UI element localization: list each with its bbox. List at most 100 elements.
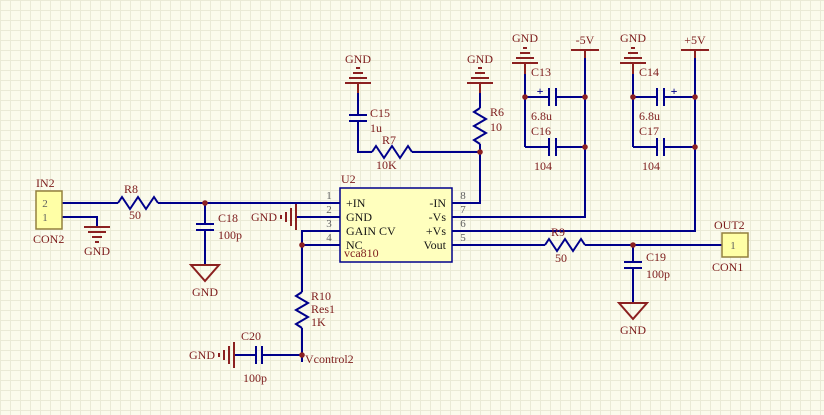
ic-u2-body[interactable] [339, 187, 453, 263]
pin-name-plus-vs: +Vs [426, 224, 446, 238]
power-port-plus5[interactable]: +5V [681, 33, 709, 58]
value-c19: 100p [646, 267, 670, 281]
designator-c16: C16 [531, 124, 551, 138]
resistor-r7-body[interactable] [371, 144, 413, 160]
value-r7: 10K [376, 158, 397, 172]
junction-dot [692, 94, 698, 100]
value-c18: 100p [218, 228, 242, 242]
net-label-vcontrol2[interactable]: Vcontrol2 [305, 352, 354, 366]
capacitor-c16[interactable]: C16 104 [531, 124, 557, 173]
junction-dot [202, 200, 208, 206]
resistor-r10[interactable]: R10 Res1 1K [294, 289, 335, 329]
con1-pin-number-1: 1 [730, 240, 736, 252]
gnd-bars-icon [467, 67, 493, 93]
connector-con2-body[interactable] [35, 190, 63, 230]
connector-con1[interactable]: OUT2 1 CON1 [712, 218, 749, 274]
gnd-label: GND [620, 323, 646, 337]
resistor-r9[interactable]: R9 50 [544, 225, 586, 265]
value-r9: 50 [555, 251, 567, 265]
gnd-port-u2-pin2[interactable]: GND [251, 204, 297, 230]
gnd-label: GND [189, 348, 215, 362]
designator-c20: C20 [241, 329, 261, 343]
wire[interactable] [357, 121, 372, 153]
resistor-r8-body[interactable] [117, 195, 159, 211]
wires [62, 58, 722, 362]
value-c14: 6.8u [639, 109, 660, 123]
gnd-bars-icon [345, 67, 371, 93]
pin-name-plus-in: +IN [346, 196, 366, 210]
capacitor-c18[interactable]: C18 100p [196, 211, 242, 242]
junction-dot [582, 144, 588, 150]
resistor-r10-body[interactable] [294, 291, 310, 329]
gnd-port-con2[interactable]: GND [84, 226, 110, 258]
ic-u2[interactable]: U2 vca810 +IN GND GAIN CV NC -IN -Vs +Vs… [326, 172, 466, 263]
gnd-bars-icon [620, 47, 646, 74]
resistor-r6[interactable]: R6 10 [472, 105, 504, 145]
designator-con1: CON1 [712, 260, 743, 274]
resistor-r6-body[interactable] [472, 107, 488, 145]
pin-number-6: 6 [460, 218, 466, 230]
gnd-port-c13[interactable]: GND [512, 31, 538, 74]
pin-name-minus-vs: -Vs [429, 210, 447, 224]
capacitor-c15[interactable]: C15 1u [349, 106, 390, 135]
pin-name-vout: Vout [424, 238, 447, 252]
junction-dot [630, 94, 636, 100]
designator-r7: R7 [382, 133, 396, 147]
pin-number-8: 8 [460, 190, 466, 202]
designator-c18: C18 [218, 211, 238, 225]
junction-dot [582, 94, 588, 100]
designator-c14: C14 [639, 65, 659, 79]
capacitor-c20[interactable]: C20 100p [241, 329, 267, 385]
gnd-port-r6[interactable]: GND [467, 52, 493, 93]
resistor-r9-body[interactable] [544, 237, 586, 253]
minus5-label: -5V [576, 33, 595, 47]
wire[interactable] [452, 58, 696, 232]
plus5-label: +5V [684, 33, 706, 47]
junction-dot [630, 242, 636, 248]
power-port-minus5[interactable]: -5V [571, 33, 599, 58]
designator-r9: R9 [551, 225, 565, 239]
resistor-r7[interactable]: R7 10K [371, 133, 413, 172]
pin-number-3: 3 [326, 218, 332, 230]
gnd-port-c15[interactable]: GND [345, 52, 371, 93]
gnd-label: GND [251, 210, 277, 224]
power-bar-icon [681, 49, 709, 58]
capacitor-c19[interactable]: C19 100p [624, 250, 670, 281]
capacitor-c17[interactable]: C17 104 [639, 124, 665, 173]
wire[interactable] [452, 144, 481, 204]
designator-r10: R10 [311, 289, 331, 303]
value-c20: 100p [243, 371, 267, 385]
capacitor-c13[interactable]: C13 + 6.8u [531, 65, 557, 123]
gnd-label: GND [84, 244, 110, 258]
value-c17: 104 [642, 159, 660, 173]
gnd-port-c20[interactable]: GND [189, 342, 235, 368]
wire[interactable] [62, 216, 98, 227]
polarity-plus-c14: + [671, 84, 678, 98]
pin-name-gnd: GND [346, 210, 372, 224]
junction-dot [299, 352, 305, 358]
resistor-r8[interactable]: R8 50 [117, 182, 159, 222]
designator-r6: R6 [490, 105, 504, 119]
power-bar-icon [571, 49, 599, 58]
gnd-port-c19[interactable]: GND [616, 302, 650, 337]
connector-con1-body[interactable] [721, 232, 749, 258]
gnd-port-c18[interactable]: GND [188, 264, 222, 299]
designator-con2: CON2 [33, 232, 64, 246]
wire[interactable] [452, 58, 586, 218]
gnd-label: GND [192, 285, 218, 299]
junction-dot [299, 242, 305, 248]
capacitor-c14[interactable]: C14 + 6.8u [639, 65, 678, 123]
polarity-plus-c13: + [537, 84, 544, 98]
designator-c19: C19 [646, 250, 666, 264]
wire[interactable] [301, 230, 340, 292]
gnd-port-c14[interactable]: GND [620, 31, 646, 74]
pin-number-2: 2 [326, 204, 332, 216]
gnd-triangle-icon [616, 302, 650, 321]
gnd-label: GND [512, 31, 538, 45]
pin-number-1: 1 [326, 190, 332, 202]
junction-dot [477, 149, 483, 155]
designator-c13: C13 [531, 65, 551, 79]
connector-con2[interactable]: IN2 2 1 CON2 [33, 176, 64, 246]
